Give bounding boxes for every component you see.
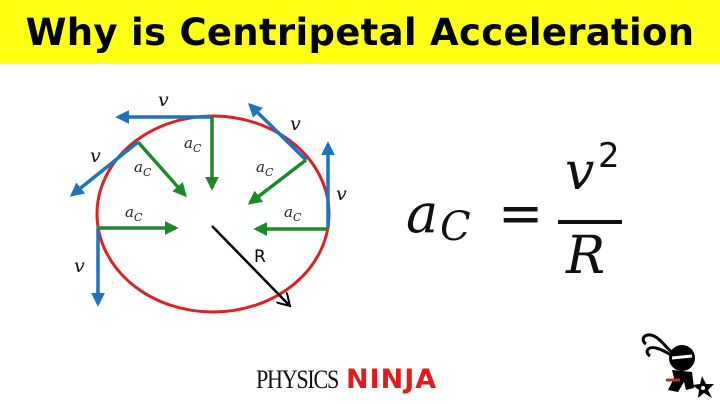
acceleration-label-upper-left: aC: [134, 158, 152, 179]
logo-physics-text: PHYSICS: [256, 365, 339, 394]
title-banner: Why is Centripetal Acceleration: [0, 0, 720, 64]
radius-arrow: R: [211, 225, 290, 306]
velocity-label-left: v: [74, 255, 85, 277]
formula-exponent: 2: [598, 136, 620, 176]
formula-numerator: v: [565, 142, 595, 202]
formula-equals: =: [498, 182, 544, 245]
velocity-label-upper-right: v: [290, 113, 301, 135]
velocity-label-right: v: [336, 183, 347, 205]
velocity-arrow-upper-right: [248, 103, 308, 162]
physics-ninja-logo: PHYSICS NINJA: [256, 364, 437, 396]
fraction-bar: [558, 220, 622, 224]
velocity-vectors: v v v v v: [69, 89, 347, 307]
logo-ninja-text: NINJA: [346, 364, 438, 395]
ninja-mascot-icon: [641, 333, 714, 398]
formula-lhs-subscript: C: [440, 204, 471, 250]
velocity-label-upper-left: v: [90, 145, 101, 167]
formula-lhs: a: [406, 182, 439, 245]
acceleration-label-top: aC: [184, 134, 202, 155]
acceleration-arrow-upper-right: [247, 158, 308, 205]
centripetal-formula: a C = v 2 R: [400, 136, 640, 288]
acceleration-vectors: aC aC aC aC aC: [98, 117, 328, 236]
acceleration-label-left: aC: [125, 203, 143, 224]
page-title: Why is Centripetal Acceleration: [25, 11, 695, 54]
radius-label: R: [254, 247, 266, 267]
acceleration-label-right: aC: [284, 203, 302, 224]
acceleration-label-upper-right: aC: [256, 158, 274, 179]
velocity-label-top: v: [158, 89, 169, 111]
formula-denominator: R: [566, 226, 606, 286]
acceleration-arrow-upper-left: [136, 140, 187, 198]
velocity-arrow-upper-left: [69, 140, 140, 197]
centripetal-diagram: R v v v v v aC aC aC aC aC: [69, 89, 347, 314]
